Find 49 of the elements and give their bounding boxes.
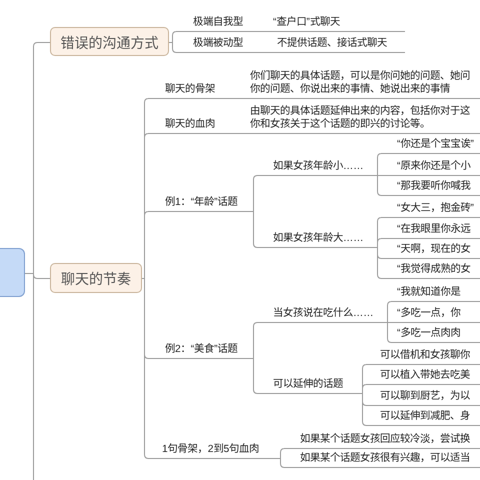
connector-line [248, 211, 262, 248]
underlined-topic: 例2：“美食”话题 [148, 343, 249, 359]
underlined-topic: “多吃一点肉肉 [391, 327, 480, 343]
underlined-topic: 当女孩说在吃什么…… [261, 307, 383, 323]
underlined-topic: 极端被动型 [176, 37, 258, 53]
connector-line [240, 133, 244, 134]
branch-box: 聊天的节奏 [50, 263, 142, 293]
connector-line [240, 98, 244, 99]
underlined-topic: 如果某个话题女孩回应较冷淡，尝试换 [284, 433, 480, 449]
underlined-topic: 不提供话题、接话式聊天 [264, 37, 405, 53]
underlined-topic: 可以延伸到减肥、身 [366, 410, 480, 426]
underlined-topic: 由聊天的具体话题延伸出来的内容，包括你对于这你和女孩关于这个话题的即兴的讨论等。 [244, 105, 480, 134]
connector-line [382, 322, 392, 343]
connector-line [258, 31, 264, 32]
underlined-topic: 1句骨架，2到5句血肉 [148, 443, 276, 459]
underlined-topic: 聊天的骨架 [148, 83, 240, 99]
underlined-topic: “多吃一点，你 [391, 307, 480, 323]
underlined-topic: 可以聊到厨艺，为以 [366, 390, 480, 406]
connector-line [248, 358, 262, 394]
underlined-topic: 例1：“年龄”话题 [148, 196, 249, 212]
connector-line [168, 42, 177, 53]
underlined-topic: 你们聊天的具体话题，可以是你问她的问题、她问你的问题、你说出来的事情、她说出来的事情 [244, 70, 480, 99]
connector-line [142, 278, 149, 459]
underlined-topic: “你还是个宝宝诶” [381, 138, 480, 154]
underlined-topic: 极端自我型 [176, 16, 258, 32]
connector-line [372, 247, 382, 279]
connector-line [372, 175, 382, 196]
connector-line [358, 393, 367, 426]
connector-line [142, 211, 149, 279]
underlined-topic: 如果某个话题女孩很有兴趣，可以适当 [284, 452, 480, 468]
underlined-topic: “天啊，现在的女 [381, 243, 480, 259]
connector-line [276, 458, 285, 468]
underlined-topic: “我觉得成熟的女 [381, 263, 480, 279]
branch-box: 错误的沟通方式 [50, 27, 169, 56]
underlined-topic: “那我要听你喊我 [381, 180, 480, 196]
connector-line [24, 273, 34, 480]
underlined-topic: 可以借机和女孩聊你 [366, 349, 480, 365]
underlined-topic: 聊天的血肉 [148, 118, 240, 134]
underlined-topic: 可以延伸的话题 [261, 378, 358, 394]
underlined-topic: “在我眼里你永远 [381, 223, 480, 239]
underlined-topic: 如果女孩年龄大…… [261, 232, 373, 248]
underlined-topic: 可以植入带她去吃美 [366, 369, 480, 385]
connector-line [258, 52, 264, 53]
underlined-topic: “查户口”式聊天 [264, 16, 405, 32]
underlined-topic: “原来你还是个小 [381, 160, 480, 176]
root-box [0, 248, 25, 297]
underlined-topic: “女大三，抱金砖” [381, 202, 480, 218]
underlined-topic: “我就知道你是 [391, 286, 480, 302]
underlined-topic: 如果女孩年龄小…… [261, 160, 373, 176]
